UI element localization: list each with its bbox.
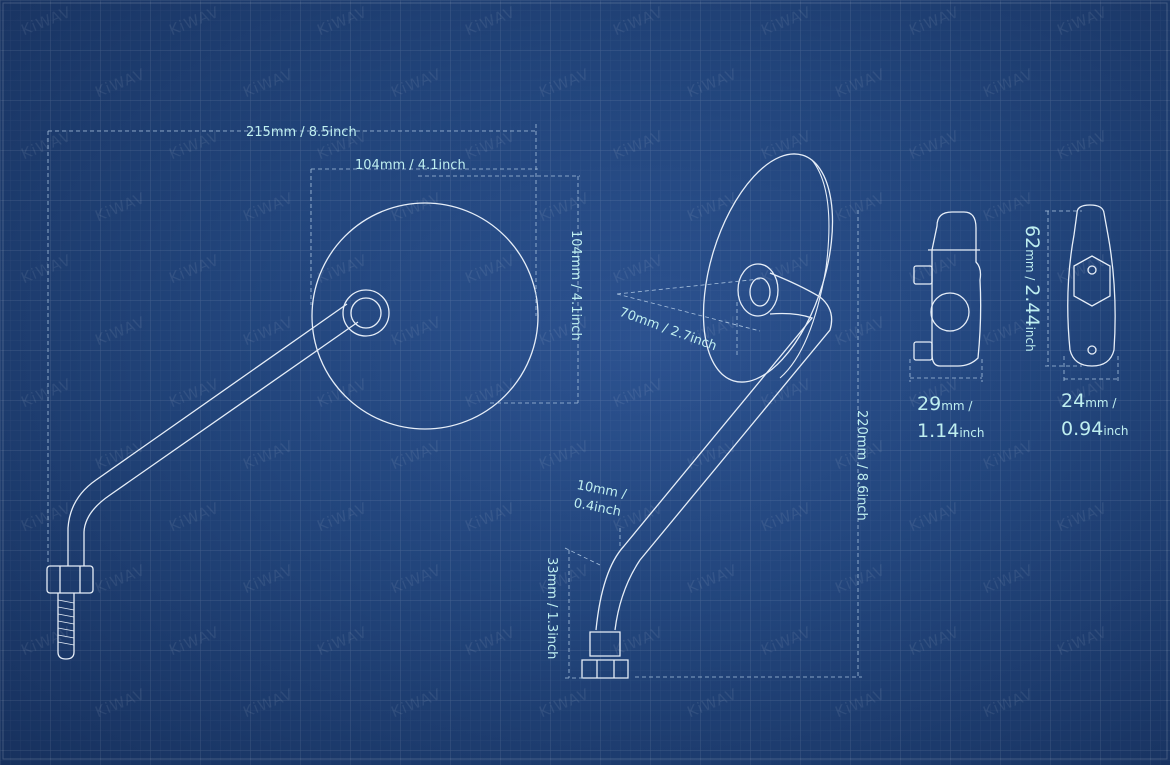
hub-inner-front (350, 297, 382, 329)
clamp-front-view (1067, 204, 1116, 367)
stem-side (595, 272, 833, 631)
clamp-side-view (913, 211, 982, 367)
overall-height-label: 220mm / 8.6inch (854, 410, 869, 521)
clamp-width-inch-label: 1.14inch (917, 420, 985, 442)
thread-length-label: 33mm / 1.3inch (544, 557, 559, 660)
front-view-mirror (46, 202, 539, 660)
hub-outer-front (342, 289, 390, 337)
front-view-dimensions (47, 124, 580, 565)
nut-front (46, 565, 94, 594)
clamp-plate (1067, 204, 1116, 367)
mirror-width-label: 104mm / 4.1inch (355, 158, 466, 173)
hub-side (737, 263, 779, 317)
clamp-body (931, 211, 982, 367)
clamp-front-dimensions (1045, 210, 1119, 382)
clamp-side-dimensions (909, 359, 983, 382)
clamp-depth-label: 24mm / (1061, 390, 1117, 412)
clamp-hole (930, 292, 970, 332)
clamp-depth-inch-label: 0.94inch (1061, 418, 1129, 440)
overall-width-label: 215mm / 8.5inch (246, 125, 357, 140)
side-view-dimensions (564, 210, 862, 679)
thread-front (57, 593, 75, 660)
clamp-width-label: 29mm / (917, 393, 973, 415)
side-view-mirror (581, 153, 834, 679)
nut-side (589, 631, 621, 657)
mirror-height-label: 104mm / 4.1inch (568, 230, 583, 341)
mirror-head-front (311, 202, 539, 430)
clamp-height-label: 62mm / 2.44inch (1021, 225, 1043, 352)
stem-front (67, 303, 359, 566)
